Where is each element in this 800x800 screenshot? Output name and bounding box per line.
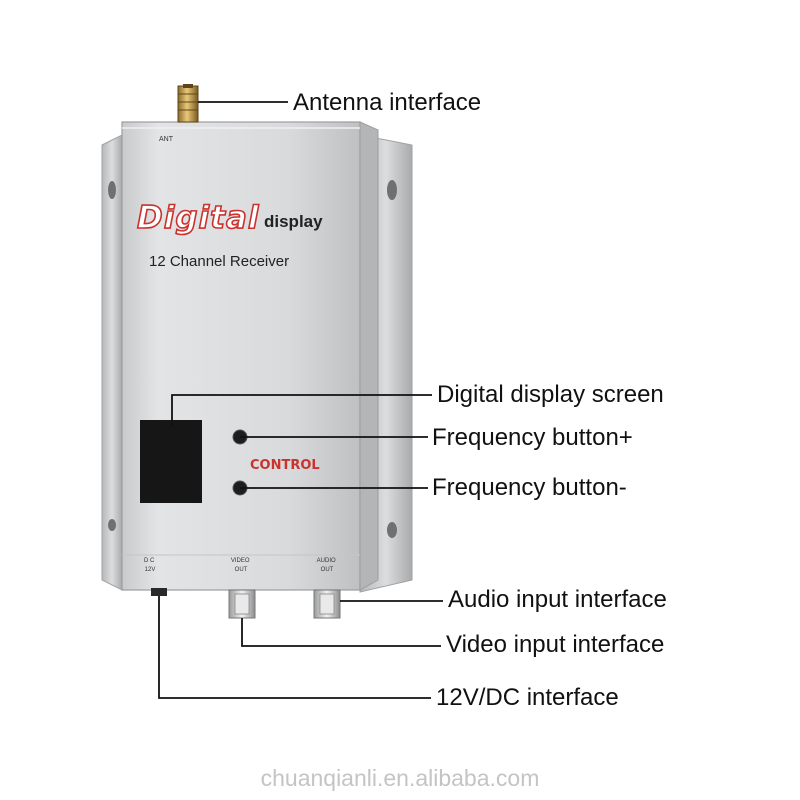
- video-leader: [241, 618, 441, 647]
- video-interface-label: Video input interface: [446, 631, 665, 658]
- mount-hole: [108, 181, 116, 199]
- dc-port-label-line2: 12V: [145, 567, 156, 573]
- antenna-interface-label: Antenna interface: [293, 89, 482, 116]
- control-label: CONTROL: [250, 458, 320, 473]
- audio-rca-connector: [313, 589, 341, 619]
- ant-label: ANT: [159, 136, 174, 143]
- leader-lines: [158, 101, 443, 699]
- audio-port-label-line1: AUDIO: [317, 558, 336, 564]
- frequency-minus-label: Frequency button-: [432, 474, 627, 501]
- brand-suffix: display: [264, 212, 323, 231]
- audio-port-label: AUDIO OUT: [317, 558, 338, 573]
- digital-display-screen: [140, 420, 202, 503]
- mount-hole: [108, 519, 116, 531]
- dc-port-label-line1: D C: [144, 558, 155, 564]
- display-screen-label: Digital display screen: [437, 381, 664, 408]
- screen-leader: [171, 394, 432, 426]
- audio-interface-label: Audio input interface: [448, 586, 667, 613]
- video-rca-connector: [228, 589, 256, 619]
- audio-port-label-line2: OUT: [321, 567, 334, 573]
- dc-leader: [158, 596, 431, 699]
- mount-hole: [387, 180, 397, 200]
- mount-hole: [387, 522, 397, 538]
- video-port-label-line2: OUT: [235, 567, 248, 573]
- watermark: chuanqianli.en.alibaba.com: [260, 765, 540, 791]
- video-port-label-line1: VIDEO: [231, 558, 250, 564]
- video-port-label: VIDEO OUT: [231, 558, 251, 573]
- antenna-connector: [177, 84, 199, 123]
- frequency-plus-label: Frequency button+: [432, 424, 633, 451]
- dc-interface-label: 12V/DC interface: [436, 684, 619, 711]
- brand-word: Digital: [137, 200, 260, 236]
- dc-jack: [151, 588, 167, 596]
- model-name: 12 Channel Receiver: [149, 253, 289, 270]
- dc-port-label: D C 12V: [144, 558, 156, 573]
- receiver-body: [121, 121, 379, 591]
